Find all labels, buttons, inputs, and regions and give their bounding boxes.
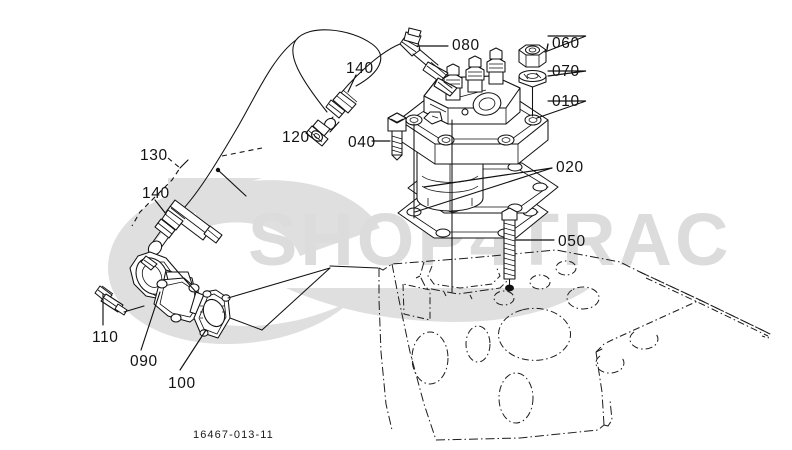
- callout-010: 010: [552, 93, 580, 110]
- leader-020b: [414, 167, 553, 213]
- leader-130b: [217, 169, 247, 197]
- hex-nut: [518, 44, 547, 68]
- leader-120: [305, 132, 312, 138]
- hose-clamp-lower: [147, 199, 223, 256]
- drawing-part-number: 16467-013-11: [193, 429, 274, 441]
- leader-020a: [423, 167, 553, 188]
- callout-100: 100: [168, 375, 196, 392]
- flange-bolt: [387, 112, 407, 161]
- callout-070: 070: [552, 63, 580, 80]
- leader-140b: [154, 199, 167, 215]
- callout-060: 060: [552, 35, 580, 52]
- bracket-130-top: [221, 147, 263, 157]
- leader-130: [179, 159, 189, 169]
- callout-090: 090: [130, 353, 158, 370]
- leader-140: [347, 74, 357, 93]
- callout-040: 040: [348, 134, 376, 151]
- leader-010: [536, 100, 587, 119]
- leader-070: [547, 70, 587, 77]
- delivery-valve-holder-3: [486, 47, 506, 85]
- callout-050: 050: [558, 233, 586, 250]
- delivery-valve-holder-2: [465, 55, 485, 93]
- feed-pump-gasket: [193, 267, 331, 339]
- fuel-injection-line-union: [399, 27, 458, 97]
- leader-lines: [102, 35, 587, 371]
- callout-080: 080: [452, 37, 480, 54]
- leader-060b: [546, 43, 549, 49]
- stud-thread-hatch: [503, 222, 516, 277]
- bracket-130: [131, 157, 181, 227]
- callout-140b: 140: [142, 185, 170, 202]
- fuel-hose-fitting: [305, 119, 331, 147]
- stud-bolt: [501, 207, 518, 292]
- callout-120: 120: [282, 129, 310, 146]
- leader-090: [140, 291, 161, 351]
- lock-washer: [518, 69, 547, 88]
- callout-020: 020: [556, 159, 584, 176]
- leader-100: [179, 329, 207, 371]
- callout-130: 130: [140, 147, 168, 164]
- callout-140: 140: [346, 60, 374, 77]
- leader-060: [544, 35, 587, 53]
- callout-110: 110: [92, 329, 119, 346]
